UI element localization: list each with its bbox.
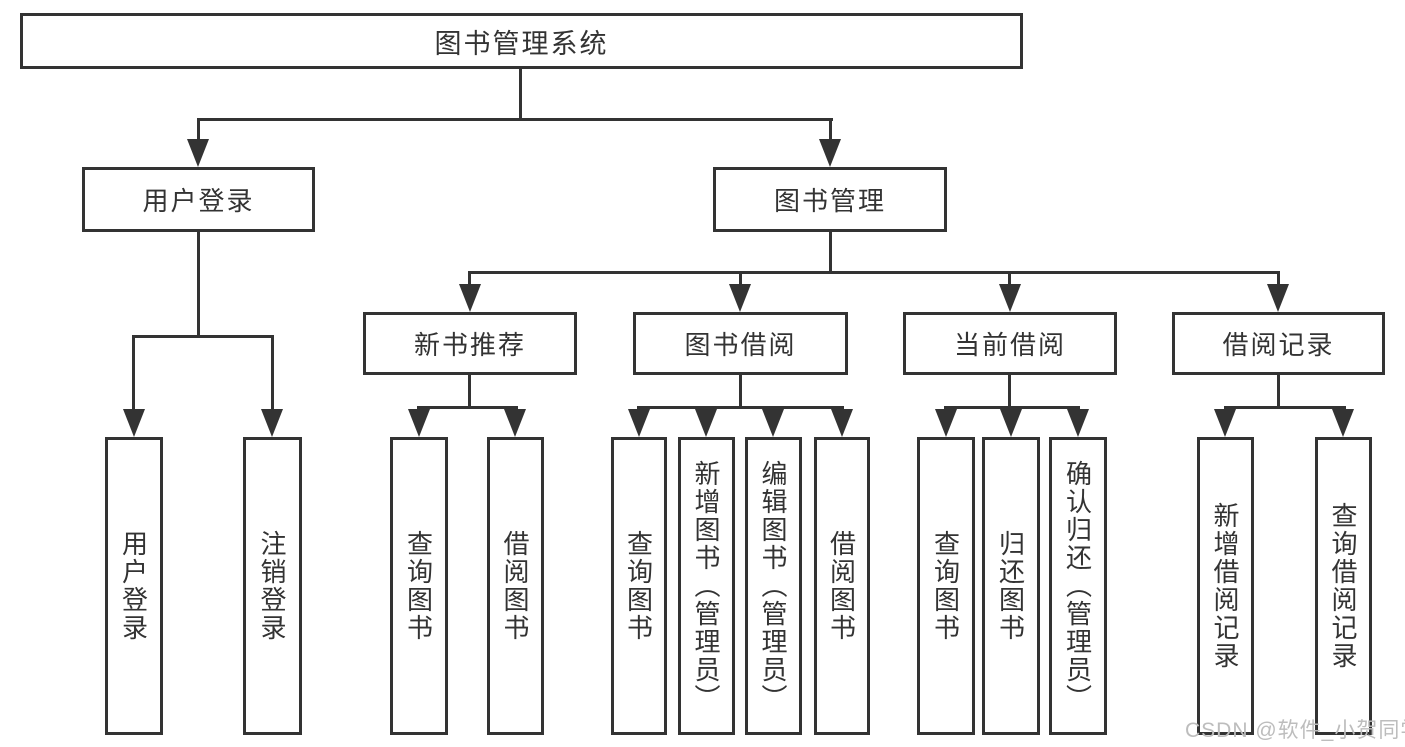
leaf-records-add-record-label: 新增借阅记录	[1210, 502, 1240, 670]
connector-group2-stem	[739, 375, 742, 409]
connector-login-child1-stem	[132, 335, 135, 411]
leaf-records-add-record: 新增借阅记录	[1197, 437, 1254, 735]
leaf-current-confirm-return-admin: 确认归还（管理员）	[1049, 437, 1107, 735]
arrow-down-icon	[1332, 409, 1354, 437]
connector-group2-split	[637, 406, 844, 409]
connector-root-stem	[519, 69, 522, 121]
leaf-current-query-books: 查询图书	[917, 437, 975, 735]
arrow-down-icon	[504, 409, 526, 437]
leaf-logout: 注销登录	[243, 437, 302, 735]
arrow-down-icon	[819, 139, 841, 167]
arrow-down-icon	[831, 409, 853, 437]
connector-group3-stem	[1008, 375, 1011, 409]
node-borrow-records: 借阅记录	[1172, 312, 1385, 375]
connector-to-group1-stem	[468, 271, 471, 286]
leaf-recommend-borrow-books: 借阅图书	[487, 437, 544, 735]
arrow-down-icon	[695, 409, 717, 437]
leaf-recommend-query-books-label: 查询图书	[403, 530, 434, 642]
connector-group1-split	[417, 406, 518, 409]
leaf-recommend-query-books: 查询图书	[390, 437, 448, 735]
arrow-down-icon	[1267, 284, 1289, 312]
arrow-down-icon	[762, 409, 784, 437]
arrow-down-icon	[1067, 409, 1089, 437]
leaf-borrow-query-books: 查询图书	[611, 437, 667, 735]
connector-to-group2-stem	[739, 271, 742, 286]
arrow-down-icon	[935, 409, 957, 437]
connector-group4-stem	[1277, 375, 1280, 409]
arrow-down-icon	[187, 139, 209, 167]
node-user-login-branch: 用户登录	[82, 167, 315, 232]
leaf-current-query-books-label: 查询图书	[930, 530, 961, 642]
leaf-borrow-edit-books-admin-label: 编辑图书（管理员）	[758, 460, 788, 712]
arrow-down-icon	[261, 409, 283, 437]
leaf-borrow-edit-books-admin: 编辑图书（管理员）	[745, 437, 802, 735]
csdn-watermark: CSDN @软件_小贺同学	[1185, 719, 1405, 742]
arrow-down-icon	[408, 409, 430, 437]
node-book-borrow: 图书借阅	[633, 312, 848, 375]
connector-management-stem	[829, 232, 832, 273]
leaf-borrow-borrow-books: 借阅图书	[814, 437, 870, 735]
leaf-current-return-books-label: 归还图书	[995, 530, 1026, 642]
node-new-book-recommend: 新书推荐	[363, 312, 577, 375]
connector-to-group4-stem	[1277, 271, 1280, 286]
connector-to-login-stem	[197, 118, 200, 141]
leaf-records-query-record: 查询借阅记录	[1315, 437, 1372, 735]
connector-login-child2-stem	[271, 335, 274, 411]
connector-login-stem	[197, 232, 200, 338]
leaf-recommend-borrow-books-label: 借阅图书	[500, 530, 530, 642]
leaf-user-login: 用户登录	[105, 437, 163, 735]
leaf-current-confirm-return-admin-label: 确认归还（管理员）	[1062, 460, 1093, 712]
node-book-management-branch: 图书管理	[713, 167, 947, 232]
connector-level2-split	[468, 271, 1280, 274]
connector-group1-stem	[468, 375, 471, 409]
leaf-borrow-add-books-admin: 新增图书（管理员）	[678, 437, 735, 735]
connector-group4-split	[1224, 406, 1346, 409]
node-current-borrow: 当前借阅	[903, 312, 1117, 375]
leaf-borrow-borrow-books-label: 借阅图书	[826, 530, 857, 642]
connector-group3-split	[944, 406, 1080, 409]
leaf-records-query-record-label: 查询借阅记录	[1328, 502, 1358, 670]
connector-login-split	[132, 335, 274, 338]
arrow-down-icon	[1214, 409, 1236, 437]
leaf-logout-label: 注销登录	[257, 530, 287, 642]
arrow-down-icon	[729, 284, 751, 312]
arrow-down-icon	[459, 284, 481, 312]
connector-to-group3-stem	[1008, 271, 1011, 286]
leaf-user-login-label: 用户登录	[118, 530, 149, 642]
leaf-current-return-books: 归还图书	[982, 437, 1040, 735]
node-root-system: 图书管理系统	[20, 13, 1023, 69]
connector-to-management-stem	[829, 118, 832, 141]
connector-level1-split	[197, 118, 833, 121]
arrow-down-icon	[123, 409, 145, 437]
leaf-borrow-add-books-admin-label: 新增图书（管理员）	[691, 460, 721, 712]
arrow-down-icon	[628, 409, 650, 437]
leaf-borrow-query-books-label: 查询图书	[623, 530, 654, 642]
arrow-down-icon	[1000, 409, 1022, 437]
arrow-down-icon	[999, 284, 1021, 312]
